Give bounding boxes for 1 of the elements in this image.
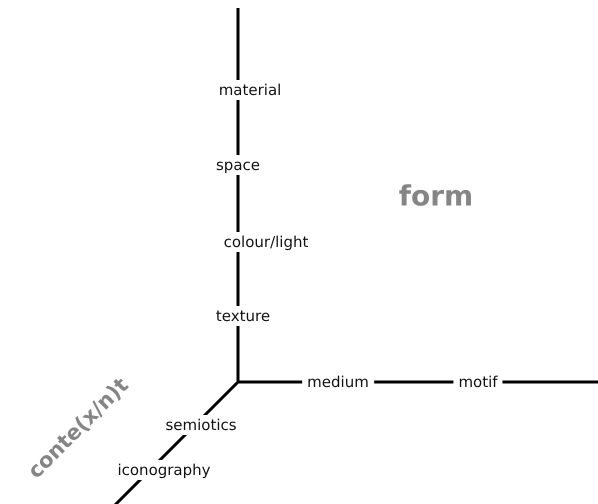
dimension-title: form bbox=[398, 178, 474, 214]
